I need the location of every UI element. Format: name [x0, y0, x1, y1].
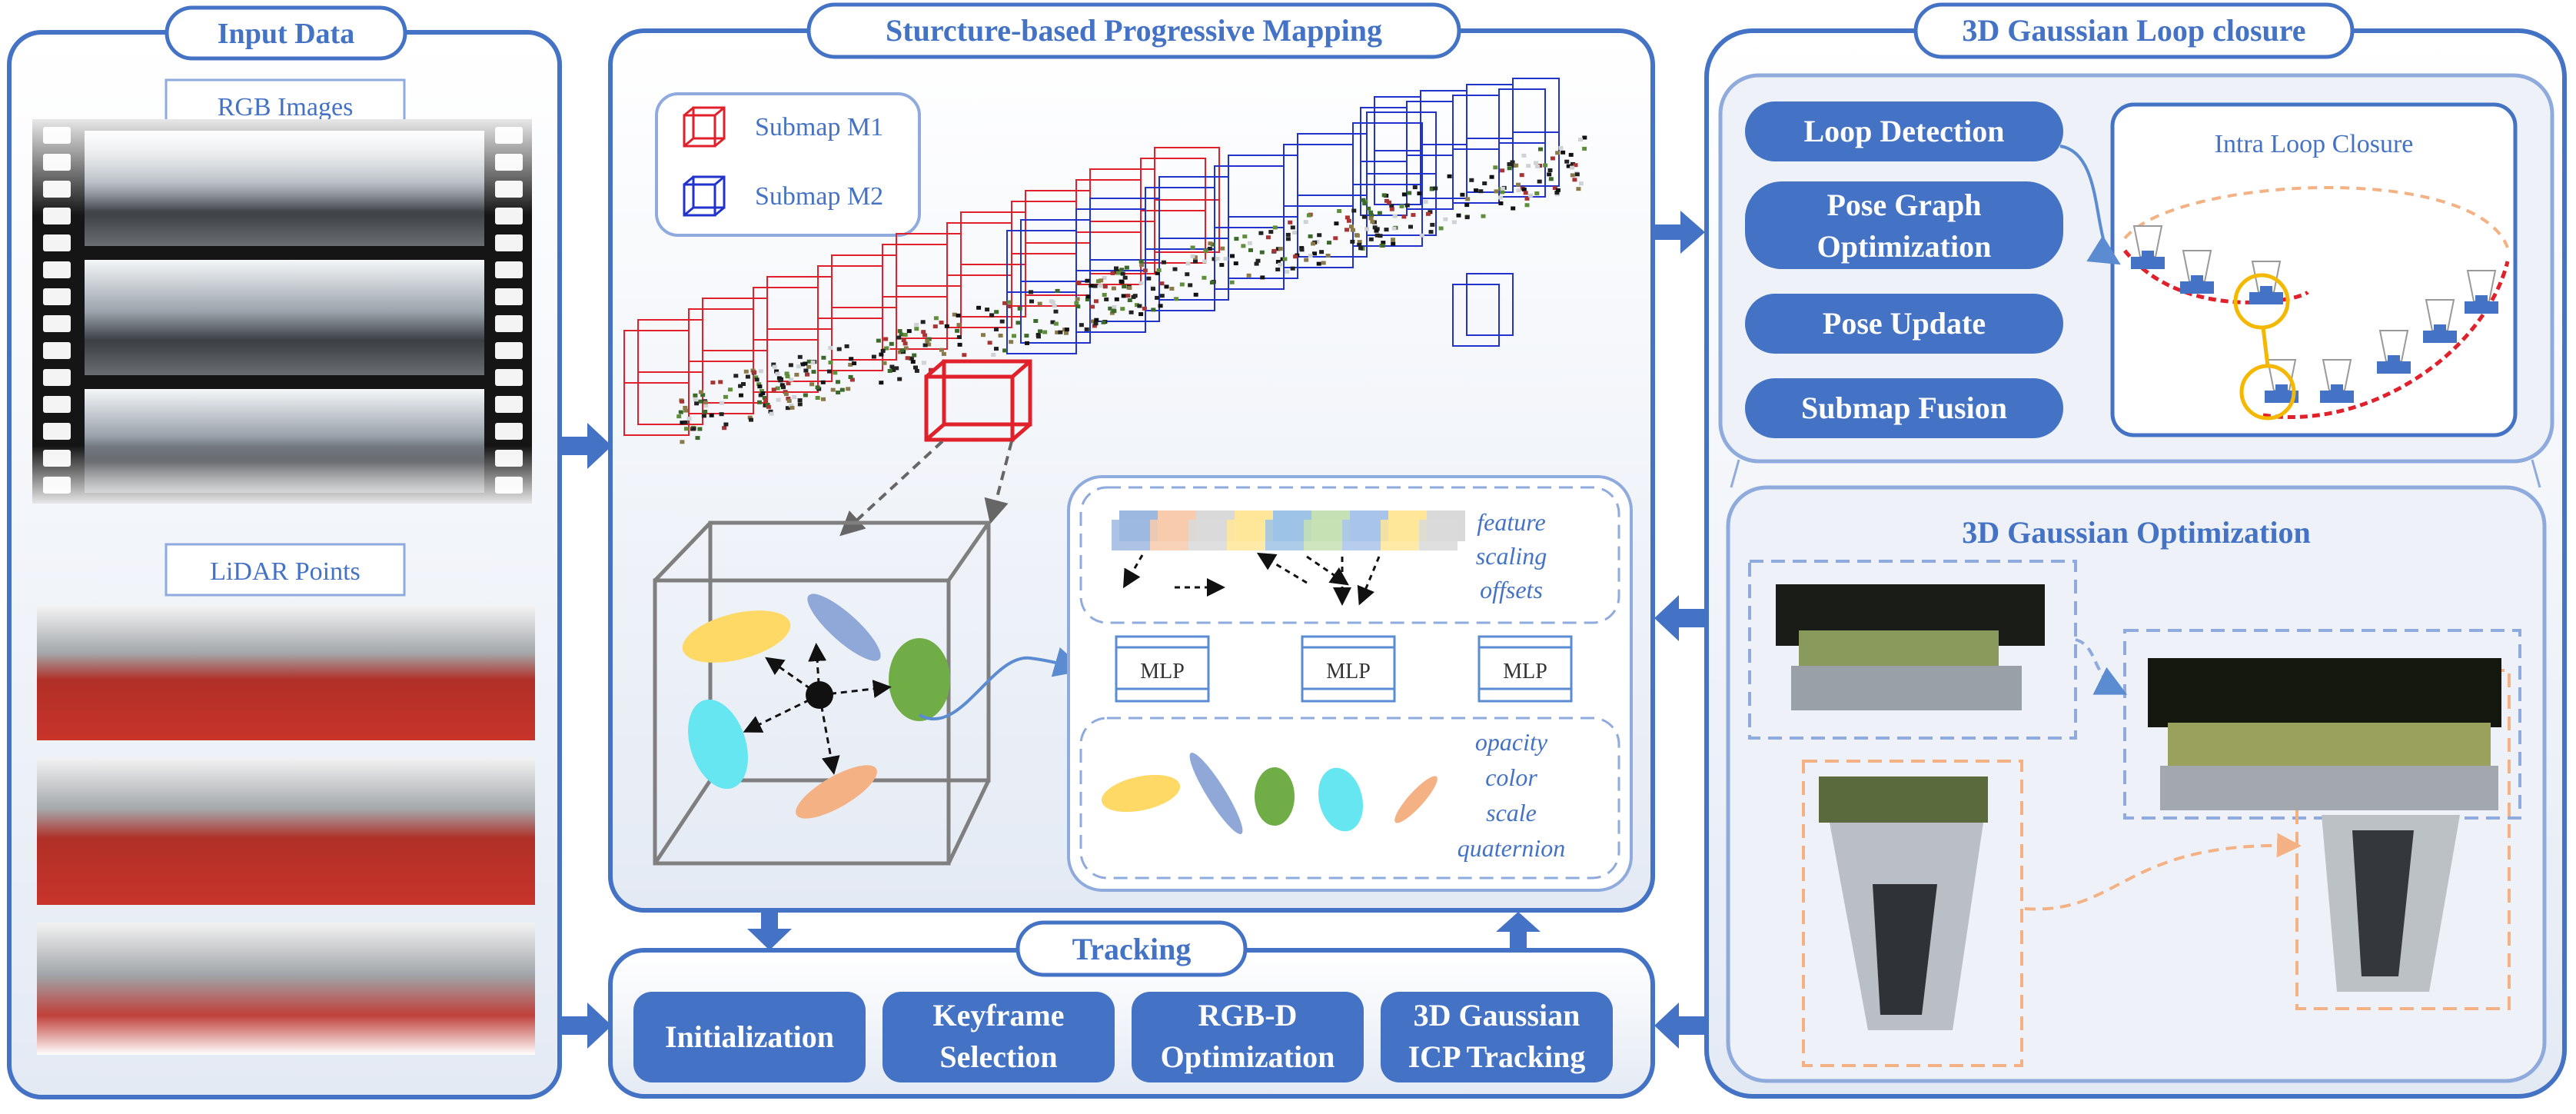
- highlighted-voxel: [924, 359, 1032, 442]
- svg-text:Keyframe: Keyframe: [932, 998, 1064, 1033]
- loop-closure-panel: 3D Gaussian Loop closure Loop Detection …: [1704, 2, 2567, 1099]
- optimization-fused-result: [2123, 629, 2521, 1010]
- orange-gaussian: [796, 765, 877, 819]
- loop-closure-title: 3D Gaussian Loop closure: [1962, 13, 2305, 48]
- map-point-cloud: [676, 135, 1587, 444]
- gaussian-optimization-title: 3D Gaussian Optimization: [1962, 515, 2310, 550]
- keyframe-selection-step: Keyframe Selection: [882, 992, 1115, 1082]
- arrow-loop-to-tracking: [1654, 1003, 1705, 1049]
- lidar-frame-3: [37, 923, 535, 1055]
- submap-m1-voxel-grid: [623, 147, 1220, 436]
- arrow-tracking-to-mapping: [1496, 912, 1541, 950]
- initialization-step: Initialization: [633, 992, 866, 1082]
- mapping-title: Sturcture-based Progressive Mapping: [886, 13, 1382, 48]
- feature-vector: [1112, 510, 1465, 550]
- tracking-title: Tracking: [1072, 932, 1192, 966]
- rgb-film-strip: [32, 119, 532, 504]
- arrow-loop-to-mapping: [1654, 595, 1705, 641]
- tracking-panel: Tracking Initialization Keyframe Selecti…: [608, 920, 1655, 1099]
- blue-gaussian: [807, 594, 881, 661]
- icp-tracking-step: 3D Gaussian ICP Tracking: [1381, 992, 1613, 1082]
- loop-match-circle-1: [2233, 273, 2290, 330]
- green-gaussian: [889, 638, 950, 721]
- arrow-input-to-tracking: [561, 1003, 612, 1049]
- arrow-mapping-to-loop: [1654, 211, 1705, 254]
- attr-opacity: opacity: [1475, 728, 1548, 756]
- legend-m1: Submap M1: [755, 113, 883, 141]
- attr-color: color: [1485, 763, 1537, 791]
- mlp-block-3: MLP: [1477, 635, 1573, 703]
- pose-update-button: Pose Update: [1745, 294, 2063, 354]
- submap-m2-cube-icon: [683, 175, 726, 217]
- svg-text:ICP Tracking: ICP Tracking: [1408, 1039, 1586, 1074]
- yellow-gaussian: [682, 610, 791, 663]
- anchor-voxel: [653, 520, 1085, 866]
- svg-text:Pose Update: Pose Update: [1823, 306, 1986, 341]
- optimization-submap-bottom-left: [1802, 760, 2023, 1067]
- intra-loop-closure-box: Intra Loop Closure: [2059, 102, 2518, 437]
- submap-legend: Submap M1 Submap M2: [655, 92, 921, 237]
- input-data-panel: Input Data RGB Images LiDAR Points: [7, 5, 562, 1099]
- lidar-frame-1: [37, 606, 535, 740]
- rgbd-optimization-step: RGB-D Optimization: [1132, 992, 1364, 1082]
- svg-text:Initialization: Initialization: [665, 1019, 834, 1054]
- mlp-block-2: MLP: [1301, 635, 1396, 703]
- svg-text:MLP: MLP: [1326, 660, 1371, 683]
- input-data-title: Input Data: [218, 18, 354, 50]
- submap-m1-cube-icon: [683, 106, 726, 148]
- attr-feature: feature: [1477, 508, 1545, 536]
- legend-m2: Submap M2: [755, 182, 883, 211]
- svg-text:MLP: MLP: [1140, 660, 1185, 683]
- svg-text:Optimization: Optimization: [1161, 1039, 1335, 1074]
- svg-text:Selection: Selection: [939, 1039, 1057, 1074]
- arrow-mapping-to-tracking: [747, 912, 792, 950]
- anchor-point: [806, 681, 833, 709]
- rgb-images-label: RGB Images: [218, 93, 354, 121]
- lidar-points-label: LiDAR Points: [210, 557, 361, 586]
- attr-offsets: offsets: [1480, 576, 1543, 604]
- svg-text:Submap Fusion: Submap Fusion: [1801, 391, 2007, 425]
- svg-text:RGB-D: RGB-D: [1198, 998, 1298, 1033]
- mlp-block-1: MLP: [1115, 635, 1210, 703]
- arrow-input-to-mapping: [561, 423, 612, 469]
- optimization-submap-top-left: [1748, 560, 2077, 740]
- pose-graph-optimization-button: Pose Graph Optimization: [1745, 181, 2063, 269]
- mlp-decoder-box: feature scaling offsets MLP MLP MLP: [1067, 475, 1633, 892]
- attr-quaternion: quaternion: [1458, 834, 1565, 862]
- attr-scaling: scaling: [1476, 542, 1547, 570]
- intra-loop-title: Intra Loop Closure: [2215, 130, 2414, 158]
- submap-m2-voxel-grid: [1006, 78, 1560, 354]
- svg-text:3D Gaussian: 3D Gaussian: [1414, 998, 1581, 1033]
- lidar-frame-2: [37, 757, 535, 905]
- svg-text:Loop Detection: Loop Detection: [1803, 114, 2004, 148]
- attr-scale: scale: [1486, 799, 1537, 826]
- loop-detection-button: Loop Detection: [1745, 101, 2063, 161]
- mapping-panel: Sturcture-based Progressive Mapping Subm…: [608, 2, 1655, 913]
- submap-fusion-button: Submap Fusion: [1745, 378, 2063, 438]
- svg-text:Pose Graph: Pose Graph: [1826, 188, 1981, 222]
- svg-text:MLP: MLP: [1503, 660, 1547, 683]
- svg-text:Optimization: Optimization: [1817, 229, 1992, 264]
- cyan-gaussian: [688, 699, 748, 790]
